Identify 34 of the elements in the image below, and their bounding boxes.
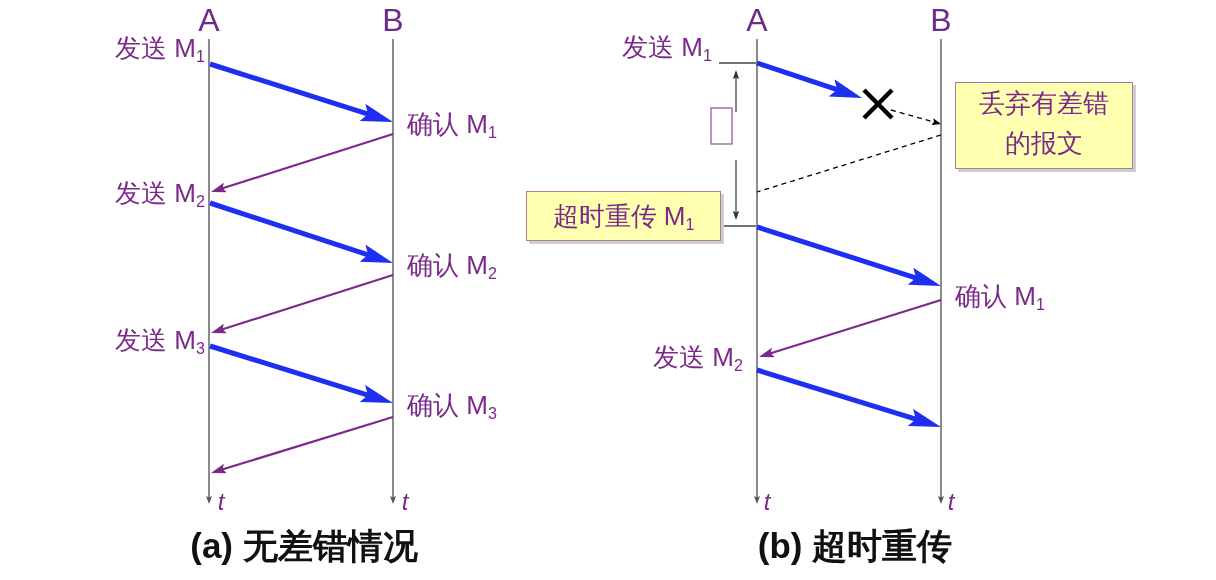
message-label: 确认 M$_{3}$ [407, 390, 497, 420]
time-label: t [217, 490, 225, 514]
arrow [756, 224, 942, 286]
dashed-arrow [890, 109, 942, 125]
time-label: t [947, 490, 955, 514]
message-label: 发送 M$_{1}$ [115, 33, 205, 63]
lifeline-label: B [382, 4, 404, 36]
message-label: 确认 M$_{2}$ [407, 250, 497, 280]
arrow [759, 298, 942, 358]
note-box: 超时重传 M$_{1}$ [526, 191, 721, 241]
time-label: t [401, 490, 409, 514]
cross-icon [862, 88, 894, 120]
arrow [211, 415, 394, 474]
arrow [211, 132, 394, 193]
message-label: 发送 M$_{2}$ [115, 178, 205, 208]
arrow [209, 343, 393, 403]
arrow [211, 273, 394, 334]
message-label: 发送 M$_{3}$ [115, 325, 205, 355]
arrow [209, 200, 393, 264]
caption: (b) 超时重传 [757, 527, 953, 563]
caption: (a) 无差错情况 [190, 527, 418, 563]
lifeline-label: A [746, 4, 768, 36]
message-label: 发送 M$_{2}$ [653, 342, 743, 372]
time-label: t [763, 490, 771, 514]
message-label: 确认 M$_{1}$ [955, 281, 1045, 311]
message-label: 发送 M$_{1}$ [622, 32, 712, 62]
arrow [756, 367, 941, 427]
lifeline-label: B [930, 4, 952, 36]
lifeline-label: A [198, 4, 220, 36]
message-label: 确认 M$_{1}$ [407, 109, 497, 139]
note-box: 丢弃有差错的报文 [955, 82, 1133, 169]
arrow [756, 60, 862, 98]
arrow [209, 61, 394, 123]
dashed-line [756, 134, 942, 193]
